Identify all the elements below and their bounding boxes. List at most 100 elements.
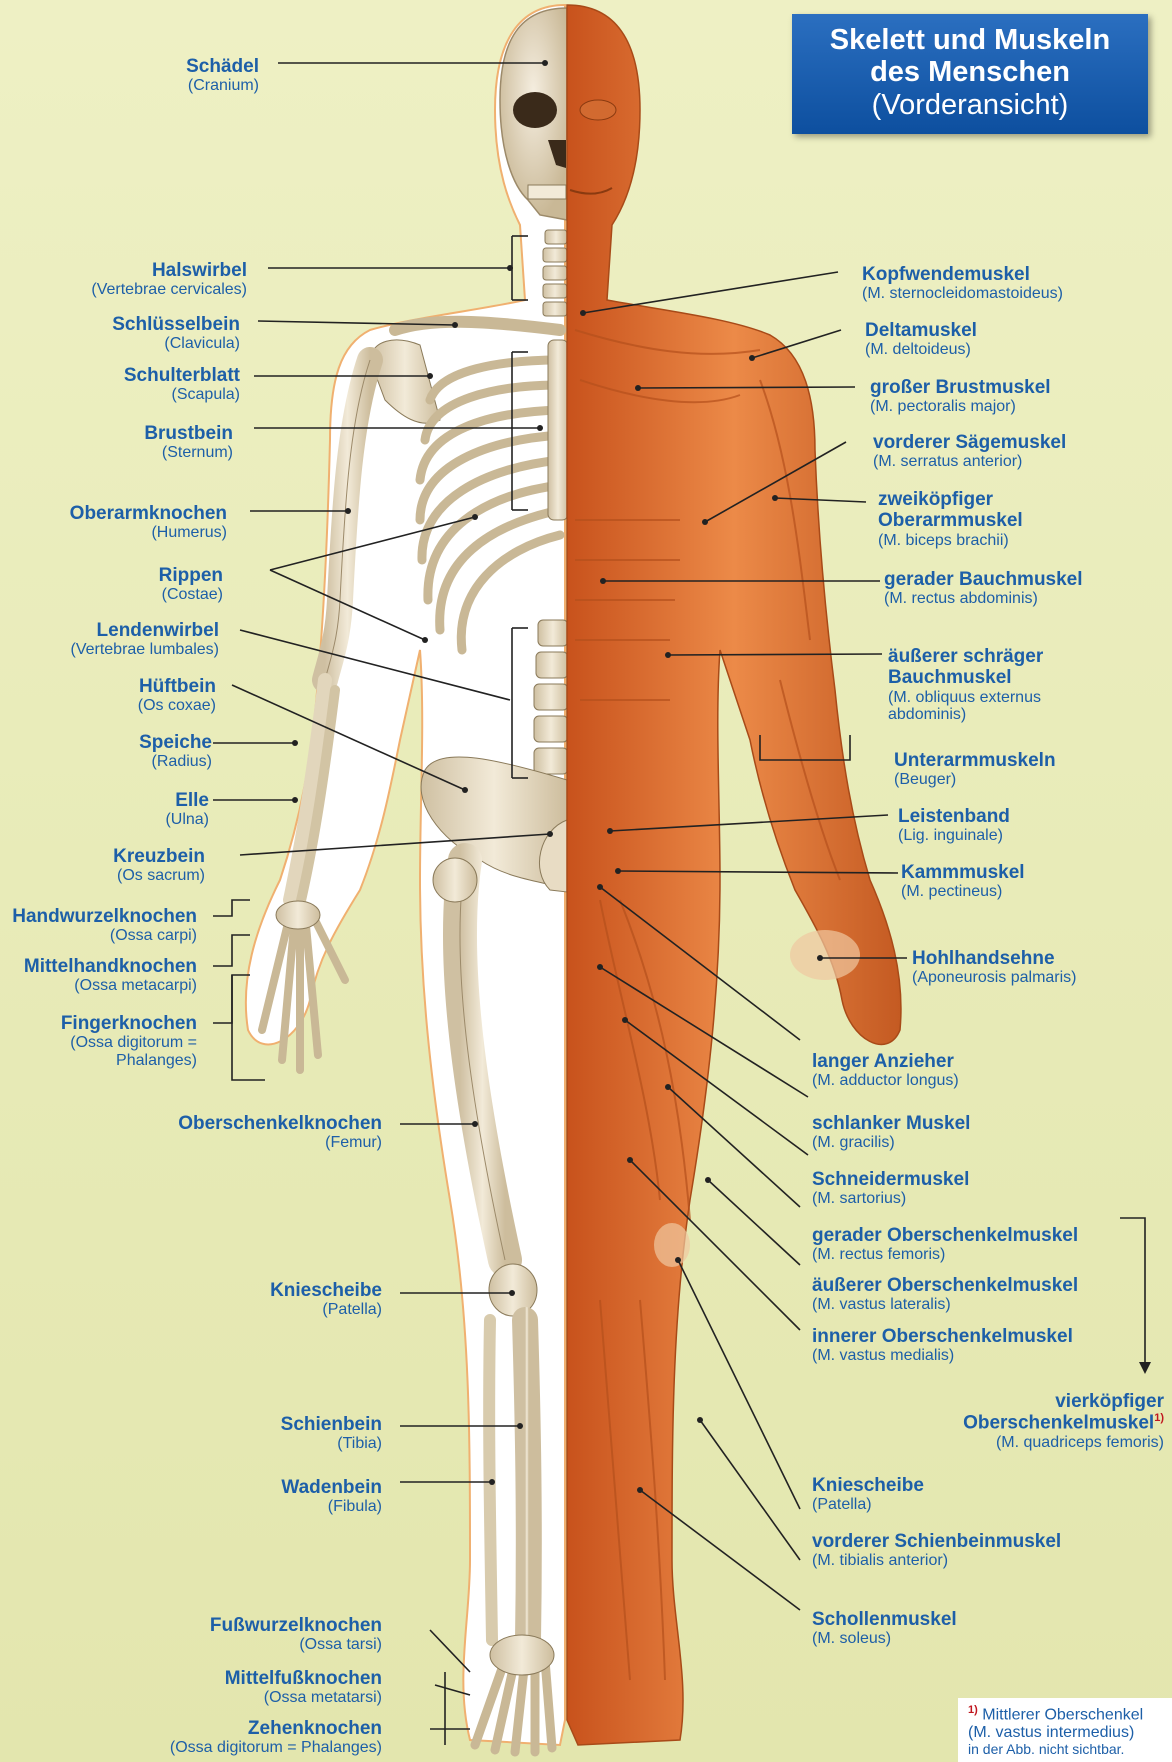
label-sub: (M. pectineus) [901,883,1025,901]
label-elle: Elle (Ulna) [165,790,209,829]
label-name: gerader Bauchmuskel [884,569,1083,590]
label-aeusserer-oberschenkelmuskel: äußerer Oberschenkelmuskel (M. vastus la… [812,1275,1078,1314]
label-oberschenkelknochen: Oberschenkelknochen (Femur) [178,1113,382,1152]
label-name: Brustbein [144,423,233,444]
label-deltamuskel: Deltamuskel (M. deltoideus) [865,320,977,359]
label-zehenknochen: Zehenknochen (Ossa digitorum = Phalanges… [170,1718,382,1757]
title-box: Skelett und Muskeln des Menschen (Vorder… [792,14,1148,134]
label-name: Wadenbein [281,1477,382,1498]
label-sub: (Patella) [270,1301,382,1319]
label-mittelhandknochen: Mittelhandknochen (Ossa metacarpi) [24,956,197,995]
label-name-2: Oberschenkelmuskel1) [963,1412,1164,1434]
label-sub: (M. vastus lateralis) [812,1296,1078,1314]
footnote-marker: 1) [968,1704,978,1716]
label-sub: (M. vastus medialis) [812,1347,1073,1365]
label-speiche: Speiche (Radius) [139,732,212,771]
label-sub: (M. rectus femoris) [812,1246,1078,1264]
label-name: vierköpfiger [963,1391,1164,1412]
label-rippen: Rippen (Costae) [159,565,223,604]
label-name: Speiche [139,732,212,753]
label-name: Handwurzelknochen [12,906,197,927]
label-kreuzbein: Kreuzbein (Os sacrum) [113,846,205,885]
label-leistenband: Leistenband (Lig. inguinale) [898,806,1010,845]
label-name: äußerer Oberschenkelmuskel [812,1275,1078,1296]
label-vorderer-saegemuskel: vorderer Sägemuskel (M. serratus anterio… [873,432,1066,471]
label-sub-2: abdominis) [888,706,1043,724]
footnote-mark: 1) [1154,1412,1164,1424]
label-sub: (Os coxae) [138,697,216,715]
label-name: zweiköpfiger [878,489,1023,510]
label-name: Hüftbein [138,676,216,697]
label-sub: (M. quadriceps femoris) [963,1434,1164,1452]
label-name: schlanker Muskel [812,1113,970,1134]
label-sub: (Clavicula) [112,335,240,353]
label-sub: (Os sacrum) [113,867,205,885]
title-line-1: Skelett und Muskeln [792,24,1148,56]
title-line-3: (Vorderansicht) [792,89,1148,121]
label-schlanker-muskel: schlanker Muskel (M. gracilis) [812,1113,970,1152]
label-sub: (Ulna) [165,811,209,829]
arrow-head [1139,1362,1151,1374]
label-fusswurzelknochen: Fußwurzelknochen (Ossa tarsi) [210,1615,382,1654]
label-name: Mittelfußknochen [225,1668,382,1689]
label-sub-2: Phalanges) [61,1052,197,1070]
label-innerer-oberschenkelmuskel: innerer Oberschenkelmuskel (M. vastus me… [812,1326,1073,1365]
label-aeusserer-schraeger-bauchmuskel: äußerer schräger Bauchmuskel (M. obliquu… [888,646,1043,724]
label-name: Lendenwirbel [70,620,219,641]
label-name: Oberschenkelknochen [178,1113,382,1134]
label-sub: (Aponeurosis palmaris) [912,969,1077,987]
label-hohlhandsehne: Hohlhandsehne (Aponeurosis palmaris) [912,948,1077,987]
footnote-line-3: in der Abb. nicht sichtbar. [968,1742,1166,1757]
label-name: Rippen [159,565,223,586]
label-kammmuskel: Kammmuskel (M. pectineus) [901,862,1025,901]
label-sub: (Beuger) [894,771,1056,789]
label-kniescheibe-knochen: Kniescheibe (Patella) [270,1280,382,1319]
label-name: Kniescheibe [812,1475,924,1496]
label-sub: (Patella) [812,1496,924,1514]
label-gerader-bauchmuskel: gerader Bauchmuskel (M. rectus abdominis… [884,569,1083,608]
label-sub: (Ossa digitorum = [61,1034,197,1052]
label-name: Leistenband [898,806,1010,827]
label-sub: (Radius) [139,753,212,771]
label-sub: (Sternum) [144,444,233,462]
label-sub: (Ossa carpi) [12,927,197,945]
label-schluesselbein: Schlüsselbein (Clavicula) [112,314,240,353]
label-name: Kreuzbein [113,846,205,867]
label-sub: (M. deltoideus) [865,341,977,359]
label-grosser-brustmuskel: großer Brustmuskel (M. pectoralis major) [870,377,1051,416]
label-sub: (Ossa metatarsi) [225,1689,382,1707]
label-sub: (Ossa metacarpi) [24,977,197,995]
label-name: Schienbein [281,1414,382,1435]
label-sub: (Ossa digitorum = Phalanges) [170,1739,382,1757]
label-name: Schlüsselbein [112,314,240,335]
label-name: äußerer schräger [888,646,1043,667]
label-sub: (M. obliquus externus [888,689,1043,707]
label-sub: (M. gracilis) [812,1134,970,1152]
label-sub: (M. tibialis anterior) [812,1552,1061,1570]
label-sub: (M. sartorius) [812,1190,969,1208]
label-fingerknochen: Fingerknochen (Ossa digitorum = Phalange… [61,1013,197,1070]
label-kniescheibe-muskel: Kniescheibe (Patella) [812,1475,924,1514]
label-name: Schollenmuskel [812,1609,957,1630]
label-sub: (M. soleus) [812,1630,957,1648]
label-schaedel: Schädel (Cranium) [186,56,259,95]
label-zweikoepfiger-oberarmmuskel: zweiköpfiger Oberarmmuskel (M. biceps br… [878,489,1023,549]
label-name: Schneidermuskel [812,1169,969,1190]
label-name-2-text: Oberschenkelmuskel [963,1413,1154,1434]
label-name: innerer Oberschenkelmuskel [812,1326,1073,1347]
label-sub: (Scapula) [124,386,240,404]
label-schulterblatt: Schulterblatt (Scapula) [124,365,240,404]
label-name: Elle [165,790,209,811]
label-sub: (M. adductor longus) [812,1072,959,1090]
label-sub: (Vertebrae cervicales) [91,281,247,299]
label-unterarmmuskeln: Unterarmmuskeln (Beuger) [894,750,1056,789]
label-name: Oberarmknochen [70,503,227,524]
footnote-box: 1) Mittlerer Oberschenkel (M. vastus int… [958,1698,1172,1762]
label-name: gerader Oberschenkelmuskel [812,1225,1078,1246]
label-handwurzelknochen: Handwurzelknochen (Ossa carpi) [12,906,197,945]
label-kopfwendemuskel: Kopfwendemuskel (M. sternocleidomastoide… [862,264,1063,303]
label-langer-anzieher: langer Anzieher (M. adductor longus) [812,1051,959,1090]
label-schienbein: Schienbein (Tibia) [281,1414,382,1453]
label-name: Zehenknochen [170,1718,382,1739]
label-name: Deltamuskel [865,320,977,341]
